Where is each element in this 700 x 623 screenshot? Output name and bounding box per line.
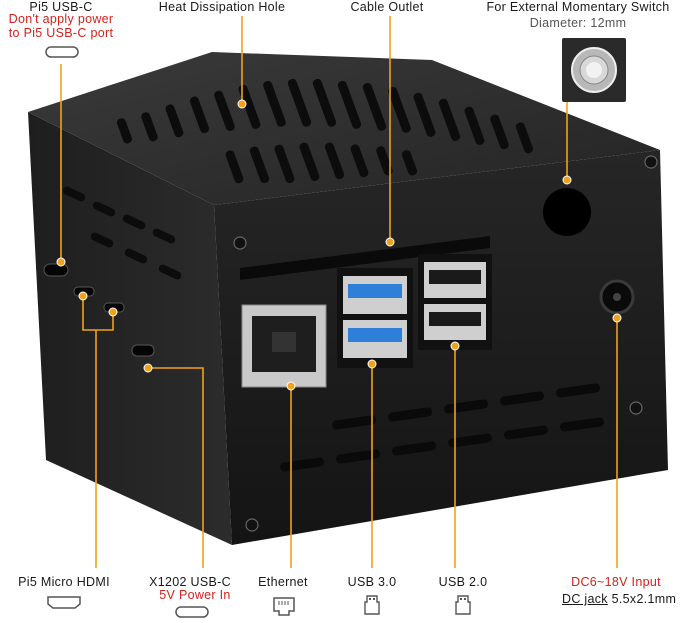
momentary-switch-photo (562, 38, 626, 102)
dc-input-label: DC6~18V Input (571, 575, 661, 589)
heat-dissipation-label: Heat Dissipation Hole (158, 0, 286, 14)
callout-dots (56, 99, 622, 391)
callout-lines (60, 16, 618, 568)
pi5-usbc-warning-line1: Don't apply power (8, 12, 114, 26)
case-left-side (28, 112, 232, 545)
ethernet-icon (273, 597, 295, 616)
pi5-usbc-port (43, 263, 69, 277)
x1202-power-label: 5V Power In (159, 588, 231, 602)
heat-dissipation-vents (116, 78, 534, 184)
switch-hole (543, 188, 591, 236)
dc-jack-label: DC jack 5.5x2.1mm (562, 592, 676, 606)
case-screws (233, 155, 658, 532)
usb3-label: USB 3.0 (347, 575, 397, 589)
usb3-icon (364, 595, 380, 615)
switch-diameter-label: Diameter: 12mm (529, 16, 627, 30)
x1202-usbc-port (131, 344, 155, 357)
usbc-icon-bottom (175, 606, 209, 618)
front-vents (280, 383, 604, 472)
usb2-icon (455, 595, 471, 615)
hdmi-port-icon (47, 596, 81, 609)
ethernet-label: Ethernet (258, 575, 308, 589)
side-vents (62, 186, 182, 280)
usbc-port-icon (45, 46, 79, 58)
case-top (28, 52, 660, 205)
external-switch-label: For External Momentary Switch (486, 0, 670, 14)
pi5-usbc-warning-line2: to Pi5 USB-C port (8, 26, 114, 40)
cable-outlet-slot (240, 236, 490, 280)
x1202-usbc-label: X1202 USB-C (149, 575, 231, 589)
pi5-usbc-label: Pi5 USB-C (29, 0, 93, 14)
dc-jack-size: 5.5x2.1mm (611, 592, 677, 606)
dc-jack-text: DC jack (562, 592, 608, 606)
cable-outlet-label: Cable Outlet (350, 0, 424, 14)
usb2-label: USB 2.0 (438, 575, 488, 589)
micro-hdmi-label: Pi5 Micro HDMI (18, 575, 110, 589)
